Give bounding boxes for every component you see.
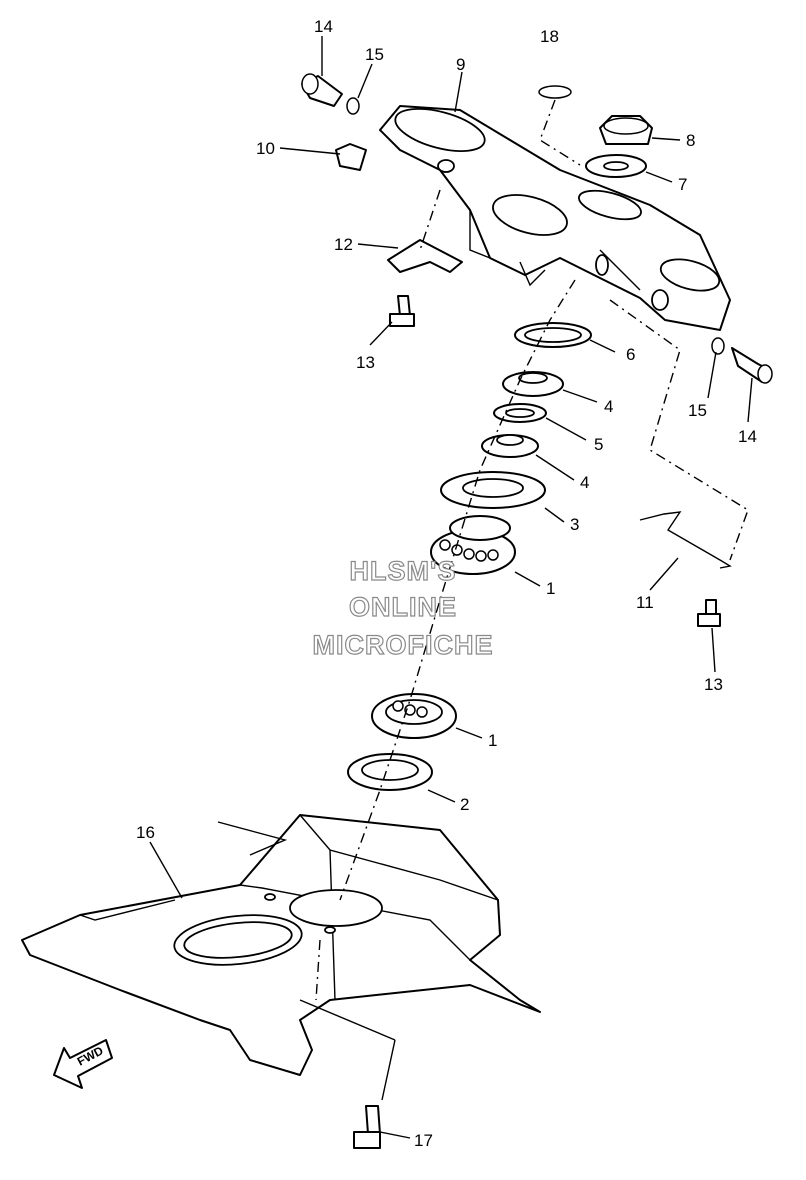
callout-12: 12 bbox=[334, 235, 353, 254]
washer-part-7 bbox=[585, 154, 647, 178]
leader-lines bbox=[149, 36, 753, 1139]
lock-washer-part-6 bbox=[514, 322, 592, 348]
lower-bracket-part-16 bbox=[21, 814, 541, 1076]
wire-spring-part-11 bbox=[639, 511, 732, 569]
callout-7: 7 bbox=[678, 175, 687, 194]
washer-part-15-right bbox=[711, 337, 725, 355]
clip-part-12 bbox=[387, 239, 463, 273]
washer-part-15-left bbox=[346, 97, 360, 115]
callout-10: 10 bbox=[256, 139, 275, 158]
center-line bbox=[339, 279, 576, 901]
callout-2: 2 bbox=[460, 795, 469, 814]
bolt-part-14-right bbox=[731, 347, 773, 384]
bolt-part-17 bbox=[353, 1105, 381, 1149]
upper-bracket-part-9 bbox=[379, 105, 731, 331]
callout-5: 5 bbox=[594, 435, 603, 454]
callout-15-upper-left: 15 bbox=[365, 45, 384, 64]
bearing-part-1-lower bbox=[371, 693, 457, 739]
dust-seal-part-2 bbox=[347, 753, 433, 791]
callout-4-lower: 4 bbox=[580, 473, 589, 492]
watermark-line-2: ONLINE bbox=[349, 592, 457, 622]
callout-4-upper: 4 bbox=[604, 397, 613, 416]
cap-nut-part-8 bbox=[599, 115, 653, 145]
center-line-2 bbox=[315, 939, 321, 1001]
bolt-part-13-right bbox=[697, 599, 721, 627]
callout-15-right: 15 bbox=[688, 401, 707, 420]
washer-part-5 bbox=[493, 403, 547, 423]
damper-part-10 bbox=[335, 143, 367, 171]
callout-14-right: 14 bbox=[738, 427, 757, 446]
callout-3: 3 bbox=[570, 515, 579, 534]
callout-6: 6 bbox=[626, 345, 635, 364]
center-line-4 bbox=[419, 189, 441, 251]
callout-13-upper-left: 13 bbox=[356, 353, 375, 372]
watermark-line-1: HLSM'S bbox=[350, 556, 457, 586]
callout-1-lower: 1 bbox=[488, 731, 497, 750]
bearing-cover-part-3 bbox=[440, 471, 546, 509]
callout-1-upper: 1 bbox=[546, 579, 555, 598]
watermark: HLSM'S ONLINE MICROFICHE bbox=[312, 555, 494, 660]
center-line-5 bbox=[539, 99, 581, 166]
bolt-part-14-left bbox=[301, 73, 343, 107]
callout-18: 18 bbox=[540, 27, 559, 46]
callout-13-right: 13 bbox=[704, 675, 723, 694]
ring-nut-part-4-upper bbox=[502, 371, 564, 397]
watermark-line-3: MICROFICHE bbox=[313, 630, 494, 660]
callout-16: 16 bbox=[136, 823, 155, 842]
ring-nut-part-4-lower bbox=[481, 434, 539, 458]
callout-11: 11 bbox=[636, 593, 654, 612]
callout-9: 9 bbox=[456, 55, 465, 74]
o-ring-part-18 bbox=[538, 85, 572, 99]
callout-8: 8 bbox=[686, 131, 695, 150]
callout-14-upper-left: 14 bbox=[314, 17, 333, 36]
center-line-3 bbox=[609, 299, 749, 561]
callout-17: 17 bbox=[414, 1131, 433, 1150]
bolt-part-13-left bbox=[389, 295, 415, 327]
forward-arrow-icon: FWD bbox=[53, 1039, 113, 1089]
